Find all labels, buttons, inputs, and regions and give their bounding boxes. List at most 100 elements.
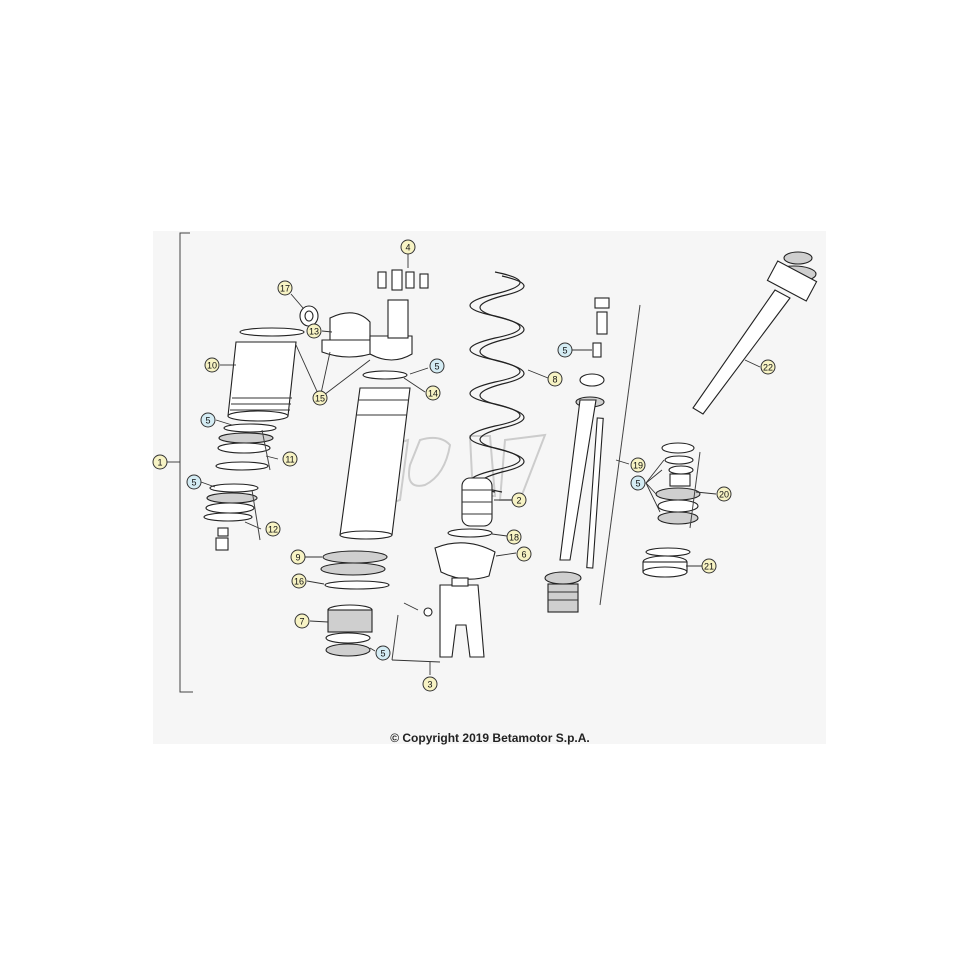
callout-c10: 10 <box>204 357 220 373</box>
spring-part-8 <box>469 271 525 493</box>
callout-c5c: 5 <box>200 412 216 428</box>
callout-label: 22 <box>763 363 773 373</box>
copyright-footer: © Copyright 2019 Betamotor S.p.A. <box>390 731 590 745</box>
callout-circle <box>400 239 416 255</box>
callout-circle <box>716 486 732 502</box>
callout-label: 3 <box>427 680 432 690</box>
callout-circle <box>290 549 306 565</box>
callout-c20: 20 <box>716 486 732 502</box>
callout-c5d: 5 <box>186 474 202 490</box>
callout-circle <box>186 474 202 490</box>
callout-label: 21 <box>704 562 714 572</box>
callout-circle <box>294 613 310 629</box>
callout-label: 17 <box>280 284 290 294</box>
callout-c6: 6 <box>516 546 532 562</box>
callout-circle <box>630 475 646 491</box>
callout-circle <box>429 358 445 374</box>
callout-c14: 14 <box>425 385 441 401</box>
base-valve-part-21 <box>642 547 691 578</box>
callout-label: 5 <box>635 479 640 489</box>
callout-c12: 12 <box>265 521 281 537</box>
callout-c8: 8 <box>547 371 563 387</box>
callout-circle <box>701 558 717 574</box>
callout-label: 5 <box>434 362 439 372</box>
leader-lines <box>200 254 761 675</box>
callout-label: 15 <box>315 394 325 404</box>
bottom-out-part-7 <box>325 604 373 657</box>
callout-label: 19 <box>633 461 643 471</box>
callout-c17: 17 <box>277 280 293 296</box>
sleeve-part-10 <box>227 327 305 422</box>
callout-label: 6 <box>521 550 526 560</box>
callout-c19: 19 <box>630 457 646 473</box>
callout-label: 4 <box>405 243 410 253</box>
callout-c18: 18 <box>506 529 522 545</box>
callout-c15: 15 <box>312 390 328 406</box>
callout-circle <box>306 323 322 339</box>
callout-label: 9 <box>295 553 300 563</box>
callout-c2: 2 <box>511 492 527 508</box>
callout-circle <box>760 359 776 375</box>
callout-c21: 21 <box>701 558 717 574</box>
callout-label: 8 <box>552 375 557 385</box>
callout-label: 5 <box>562 346 567 356</box>
callout-label: 10 <box>207 361 217 371</box>
callout-label: 5 <box>380 649 385 659</box>
callout-circle <box>277 280 293 296</box>
callout-circle <box>630 457 646 473</box>
callout-label: 13 <box>309 327 319 337</box>
cap-part-6 <box>434 542 496 580</box>
callout-circle <box>312 390 328 406</box>
callout-label: 1 <box>157 458 162 468</box>
callout-c3: 3 <box>422 676 438 692</box>
callout-c4: 4 <box>400 239 416 255</box>
callout-circle <box>422 676 438 692</box>
preload-rod-part-22 <box>692 251 818 415</box>
callout-c7: 7 <box>294 613 310 629</box>
clevis-part-3 <box>403 577 485 658</box>
callout-label: 11 <box>285 455 294 465</box>
washer-part-18 <box>447 528 493 538</box>
shaft-assembly-part-19 <box>544 297 641 613</box>
callout-c22: 22 <box>760 359 776 375</box>
callout-circle <box>516 546 532 562</box>
callout-circle <box>282 451 298 467</box>
callout-circle <box>425 385 441 401</box>
callout-circle <box>152 454 168 470</box>
callout-label: 2 <box>516 496 521 506</box>
callout-circle <box>200 412 216 428</box>
callout-c5a: 5 <box>557 342 573 358</box>
callout-label: 20 <box>719 490 729 500</box>
callout-label: 5 <box>205 416 210 426</box>
callout-label: 14 <box>428 389 438 399</box>
o-ring-part-16 <box>324 580 390 590</box>
damper-body-part-14 <box>339 370 411 540</box>
callout-c16: 16 <box>291 573 307 589</box>
callout-c5f: 5 <box>630 475 646 491</box>
callout-c9: 9 <box>290 549 306 565</box>
callout-circle <box>506 529 522 545</box>
callout-label: 7 <box>299 617 304 627</box>
valve-stack-part-20 <box>655 442 701 529</box>
callout-label: 16 <box>294 577 304 587</box>
reservoir-head-assembly <box>299 269 429 361</box>
callout-circle <box>204 357 220 373</box>
callout-label: 12 <box>268 525 278 535</box>
callout-circle <box>375 645 391 661</box>
callout-circle <box>265 521 281 537</box>
assembly-bracket <box>165 232 193 693</box>
callout-circle <box>511 492 527 508</box>
callout-circle <box>291 573 307 589</box>
callout-c1: 1 <box>152 454 168 470</box>
seal-pack-part-11 <box>215 423 277 471</box>
callout-c5b: 5 <box>429 358 445 374</box>
seal-pack-part-12 <box>203 483 259 551</box>
callout-c11: 11 <box>282 451 298 467</box>
callout-c13: 13 <box>306 323 322 339</box>
callout-circle <box>557 342 573 358</box>
callout-circle <box>547 371 563 387</box>
adjuster-ring-part-9 <box>320 550 388 576</box>
bump-stop-part-2 <box>461 477 493 527</box>
